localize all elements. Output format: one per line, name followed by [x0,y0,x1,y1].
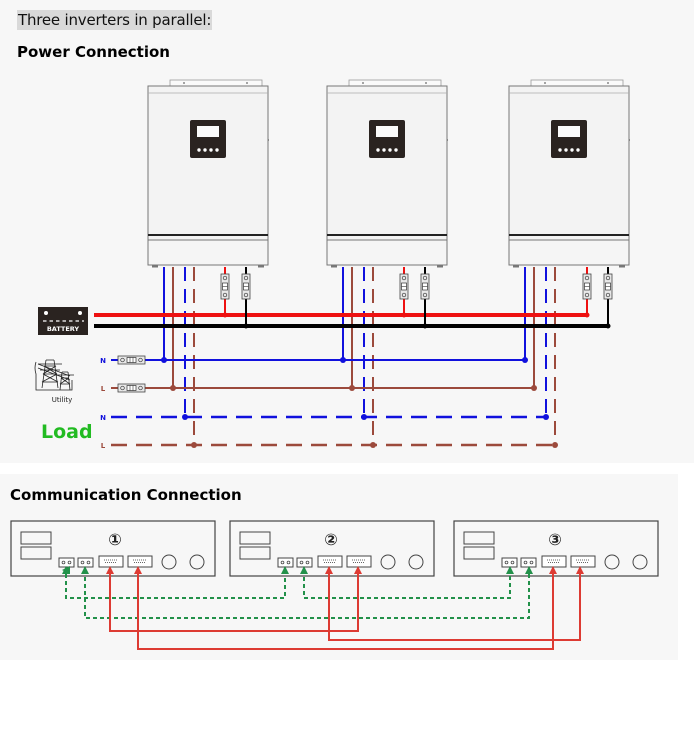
utility-wires [111,355,534,393]
utility-l-label: L [101,385,106,393]
junction-dot [401,312,407,318]
current-share-cables [62,566,530,619]
parallel-cable-1-2 [109,570,359,632]
current-share-cable-2-3 [303,570,511,599]
junction-dot [584,312,590,318]
intro-text: Three inverters in parallel: [17,10,213,30]
communication-connection-heading: Communication Connection [10,486,242,504]
comm-unit-2: ② [229,520,435,577]
load-l-label: L [101,442,106,450]
unit-number-2: ② [324,530,338,549]
junction-dot [361,414,367,420]
unit-number-3: ③ [548,530,562,549]
battery-label: BATTERY [47,325,80,333]
junction-dot [243,323,249,329]
load-wires [111,415,555,447]
battery-icon: BATTERY [38,307,88,335]
junction-dot [422,323,428,329]
utility-label: Utility [52,396,73,404]
load-label: Load [41,421,93,443]
junction-dot [191,442,197,448]
utility-n-label: N [100,357,106,365]
current-share-cable-1-2 [62,566,286,599]
current-share-cable-1-3 [84,570,530,619]
junction-dot [170,385,176,391]
parallel-cable-1-3 [137,570,554,650]
junction-dot [543,414,549,420]
battery-wires [94,313,608,328]
current-share-arrows [62,566,533,574]
parallel-cables [109,570,581,650]
junction-dot [349,385,355,391]
unit-number-1: ① [108,530,122,549]
power-connection-heading: Power Connection [17,43,170,61]
comm-unit-1: ① [10,520,216,577]
junction-dot [522,357,528,363]
junction-dot [182,414,188,420]
junction-dot [161,357,167,363]
dc-vertical-wires [220,267,613,326]
load-n-label: N [100,414,106,422]
junction-dot [605,323,611,329]
junction-dot [370,442,376,448]
utility-icon [34,359,74,391]
power-connection-diagram: BATTERY Utility N L N L Load [34,79,631,450]
junction-dot [552,442,558,448]
parallel-cable-2-3 [328,570,581,641]
junction-dot [531,385,537,391]
junction-dot [340,357,346,363]
parallel-arrows [106,566,584,574]
wire-junctions [161,312,611,448]
junction-dot [222,312,228,318]
comm-unit-3: ③ [453,520,659,577]
